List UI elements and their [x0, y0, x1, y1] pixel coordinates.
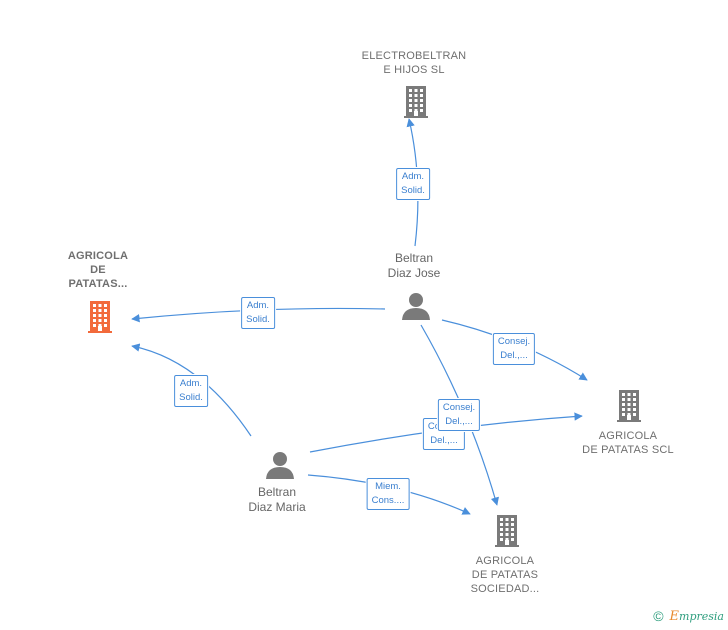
- edge-label-line: Adm.: [401, 171, 425, 182]
- edge-label-line: Solid.: [179, 392, 203, 403]
- label-line: PATATAS...: [68, 278, 128, 290]
- edge-label-line: Consej.: [442, 402, 476, 413]
- label-line: DE: [90, 264, 106, 276]
- label-line: Beltran: [394, 251, 434, 265]
- label-line: Diaz Maria: [248, 500, 306, 514]
- label-line: SOCIEDAD...: [470, 583, 540, 595]
- edge-label-maria-agricola-sociedad[interactable]: Miem. Cons....: [366, 478, 410, 510]
- person-icon[interactable]: [266, 452, 294, 479]
- label-line: AGRICOLA: [475, 555, 535, 567]
- edge-label-line: Del.,...: [445, 416, 473, 427]
- edge-label-jose-agricola-scl[interactable]: Consej. Del.,...: [492, 333, 536, 365]
- label-line: E HIJOS SL: [383, 64, 445, 76]
- node-label-agricola-scl[interactable]: AGRICOLA DE PATATAS SCL: [582, 429, 674, 457]
- brand-name: mpresia: [679, 609, 724, 623]
- label-line: AGRICOLA: [598, 430, 658, 442]
- edge-label-line: Miem.: [375, 481, 401, 492]
- edge-label-line: Adm.: [246, 300, 270, 311]
- node-label-beltran-jose[interactable]: Beltran Diaz Jose: [388, 251, 441, 281]
- edge-label-jose-agricola-focus[interactable]: Adm. Solid.: [241, 297, 275, 329]
- label-line: Beltran: [257, 485, 297, 499]
- edge-label-line: Consej.: [497, 336, 531, 347]
- node-label-agricola-focus[interactable]: AGRICOLA DE PATATAS...: [68, 249, 128, 291]
- edge-label-line: Solid.: [246, 314, 270, 325]
- edge-label-jose-electrobeltran[interactable]: Adm. Solid.: [396, 168, 430, 200]
- edge-layer: [131, 118, 588, 515]
- edge-label-line: Del.,...: [430, 435, 458, 446]
- node-label-agricola-sociedad[interactable]: AGRICOLA DE PATATAS SOCIEDAD...: [471, 554, 540, 596]
- building-icon-focus[interactable]: [88, 301, 112, 333]
- edge-label-line: Adm.: [179, 378, 203, 389]
- brand-initial: E: [669, 608, 680, 624]
- footer-brand: © Empresia: [653, 608, 724, 624]
- label-line: DE PATATAS: [471, 569, 539, 581]
- brand-logo[interactable]: Empresia: [670, 609, 724, 624]
- edge-label-line: Solid.: [401, 185, 425, 196]
- building-icon[interactable]: [404, 86, 428, 118]
- edge-label-line: Cons....: [371, 495, 405, 506]
- node-label-beltran-maria[interactable]: Beltran Diaz Maria: [248, 485, 305, 515]
- building-icon[interactable]: [495, 515, 519, 547]
- building-icon[interactable]: [617, 390, 641, 422]
- copyright-icon: ©: [653, 608, 664, 624]
- person-icon[interactable]: [402, 293, 430, 320]
- label-line: Diaz Jose: [387, 266, 441, 280]
- edge-label-maria-agricola-focus[interactable]: Adm. Solid.: [174, 375, 208, 407]
- node-label-electrobeltran[interactable]: ELECTROBELTRAN E HIJOS SL: [362, 49, 467, 77]
- label-line: DE PATATAS SCL: [582, 444, 674, 456]
- label-line: AGRICOLA: [67, 250, 129, 262]
- label-line: ELECTROBELTRAN: [361, 50, 467, 62]
- edge-label-jose-agricola-sociedad[interactable]: Consej. Del.,...: [437, 399, 481, 431]
- icon-layer: [88, 86, 641, 547]
- edge-label-line: Del.,...: [500, 350, 528, 361]
